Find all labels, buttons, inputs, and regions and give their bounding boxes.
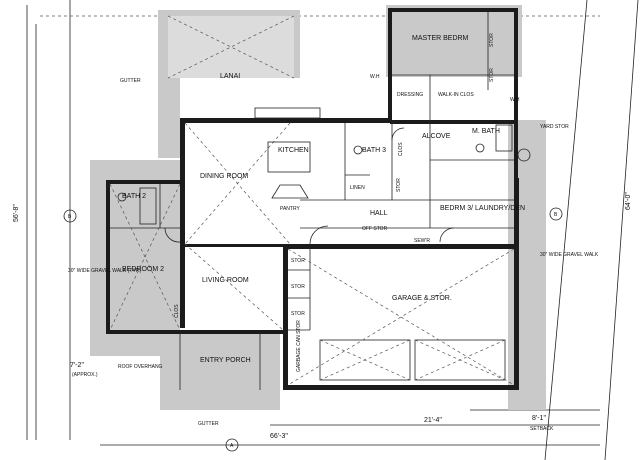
label-gutter-bottom: GUTTER bbox=[198, 421, 219, 427]
dim-approx: (APPROX.) bbox=[72, 372, 98, 378]
label-master-bedroom: MASTER BEDRM bbox=[412, 35, 469, 42]
svg-text:A: A bbox=[230, 443, 234, 449]
label-wh-2: W.H bbox=[510, 97, 520, 103]
label-sewr: SEW'R bbox=[414, 238, 430, 244]
kitchen-counters bbox=[254, 107, 321, 199]
garage-slab bbox=[287, 248, 515, 386]
label-alcove: ALCOVE bbox=[422, 133, 451, 140]
grid-marker-b-right bbox=[549, 207, 563, 221]
grid-markers: B B A bbox=[63, 207, 563, 452]
grid-marker-b-left bbox=[63, 209, 77, 223]
label-linen: LINEN bbox=[350, 185, 365, 191]
label-dressing: DRESSING bbox=[397, 92, 423, 98]
interior-walls bbox=[110, 12, 514, 390]
roof-ridge-lines bbox=[109, 122, 291, 331]
dim-left-height: 56'-8" bbox=[13, 204, 20, 222]
dimension-labels: 56'-8" 64'-0" 7'-2" (APPROX.) 66'-3" 21'… bbox=[13, 192, 632, 440]
dim-right-height: 64'-0" bbox=[625, 192, 632, 210]
lanai-area bbox=[168, 16, 294, 78]
exterior-walls bbox=[106, 8, 519, 390]
label-off-stor: OFF STOR bbox=[362, 226, 388, 232]
label-stor-5: STOR bbox=[291, 284, 305, 290]
label-stor-6: STOR bbox=[291, 311, 305, 317]
label-clos: CLOS bbox=[398, 142, 404, 156]
label-lanai: LANAI bbox=[220, 73, 240, 80]
label-dining-room: DINING ROOM bbox=[200, 173, 248, 180]
label-setback: SETBACK bbox=[530, 426, 554, 432]
label-walk-in-closet: WALK-IN CLOS bbox=[438, 92, 474, 98]
label-gravel-right: 30" WIDE GRAVEL WALK bbox=[540, 252, 599, 258]
label-gravel-left: 30" WIDE GRAVEL WALK (TYP.) bbox=[68, 268, 142, 274]
label-kitchen: KITCHEN bbox=[278, 147, 309, 154]
label-bedrm-3: BEDRM 3/ LAUNDRY/DEN bbox=[440, 205, 525, 212]
label-garbage-stor: GARBAGE CAN STOR bbox=[296, 320, 302, 372]
label-gutter-top: GUTTER bbox=[120, 78, 141, 84]
svg-text:B: B bbox=[554, 212, 558, 218]
label-pantry: PANTRY bbox=[280, 206, 300, 212]
label-bath-2: BATH 2 bbox=[122, 193, 146, 200]
dim-garage-width: 21'-4" bbox=[424, 417, 442, 424]
doors bbox=[164, 127, 455, 245]
grid-marker-a bbox=[225, 438, 239, 452]
label-m-bath: M. BATH bbox=[472, 128, 500, 135]
label-garage: GARAGE & STOR. bbox=[392, 295, 452, 302]
label-roof-overhang: ROOF OVERHANG bbox=[118, 364, 163, 370]
label-entry-porch: ENTRY PORCH bbox=[200, 357, 251, 364]
svg-text:B: B bbox=[68, 214, 72, 220]
label-wh-top: W.H bbox=[370, 74, 380, 80]
label-clos-2: CLOS bbox=[174, 304, 180, 318]
property-lines bbox=[26, 0, 639, 460]
label-yard-stor: YARD STOR bbox=[540, 124, 569, 130]
label-stor-1: STOR bbox=[489, 33, 495, 47]
bath-fixtures bbox=[117, 124, 531, 225]
label-stor-3: STOR bbox=[396, 178, 402, 192]
room-labels: MASTER BEDRM STOR STOR WALK-IN CLOS DRES… bbox=[68, 33, 599, 432]
dim-bottom-left: 7'-2" bbox=[70, 362, 84, 369]
label-stor-2: STOR bbox=[489, 68, 495, 82]
label-stor-4: STOR bbox=[291, 258, 305, 264]
label-bath-3: BATH 3 bbox=[362, 147, 386, 154]
label-bedroom-2: BEDROOM 2 bbox=[122, 266, 164, 273]
dim-width-total: 66'-3" bbox=[270, 433, 288, 440]
label-hall: HALL bbox=[370, 210, 388, 217]
label-living-room: LIVING ROOM bbox=[202, 277, 249, 284]
dim-setback: 8'-1" bbox=[532, 415, 546, 422]
